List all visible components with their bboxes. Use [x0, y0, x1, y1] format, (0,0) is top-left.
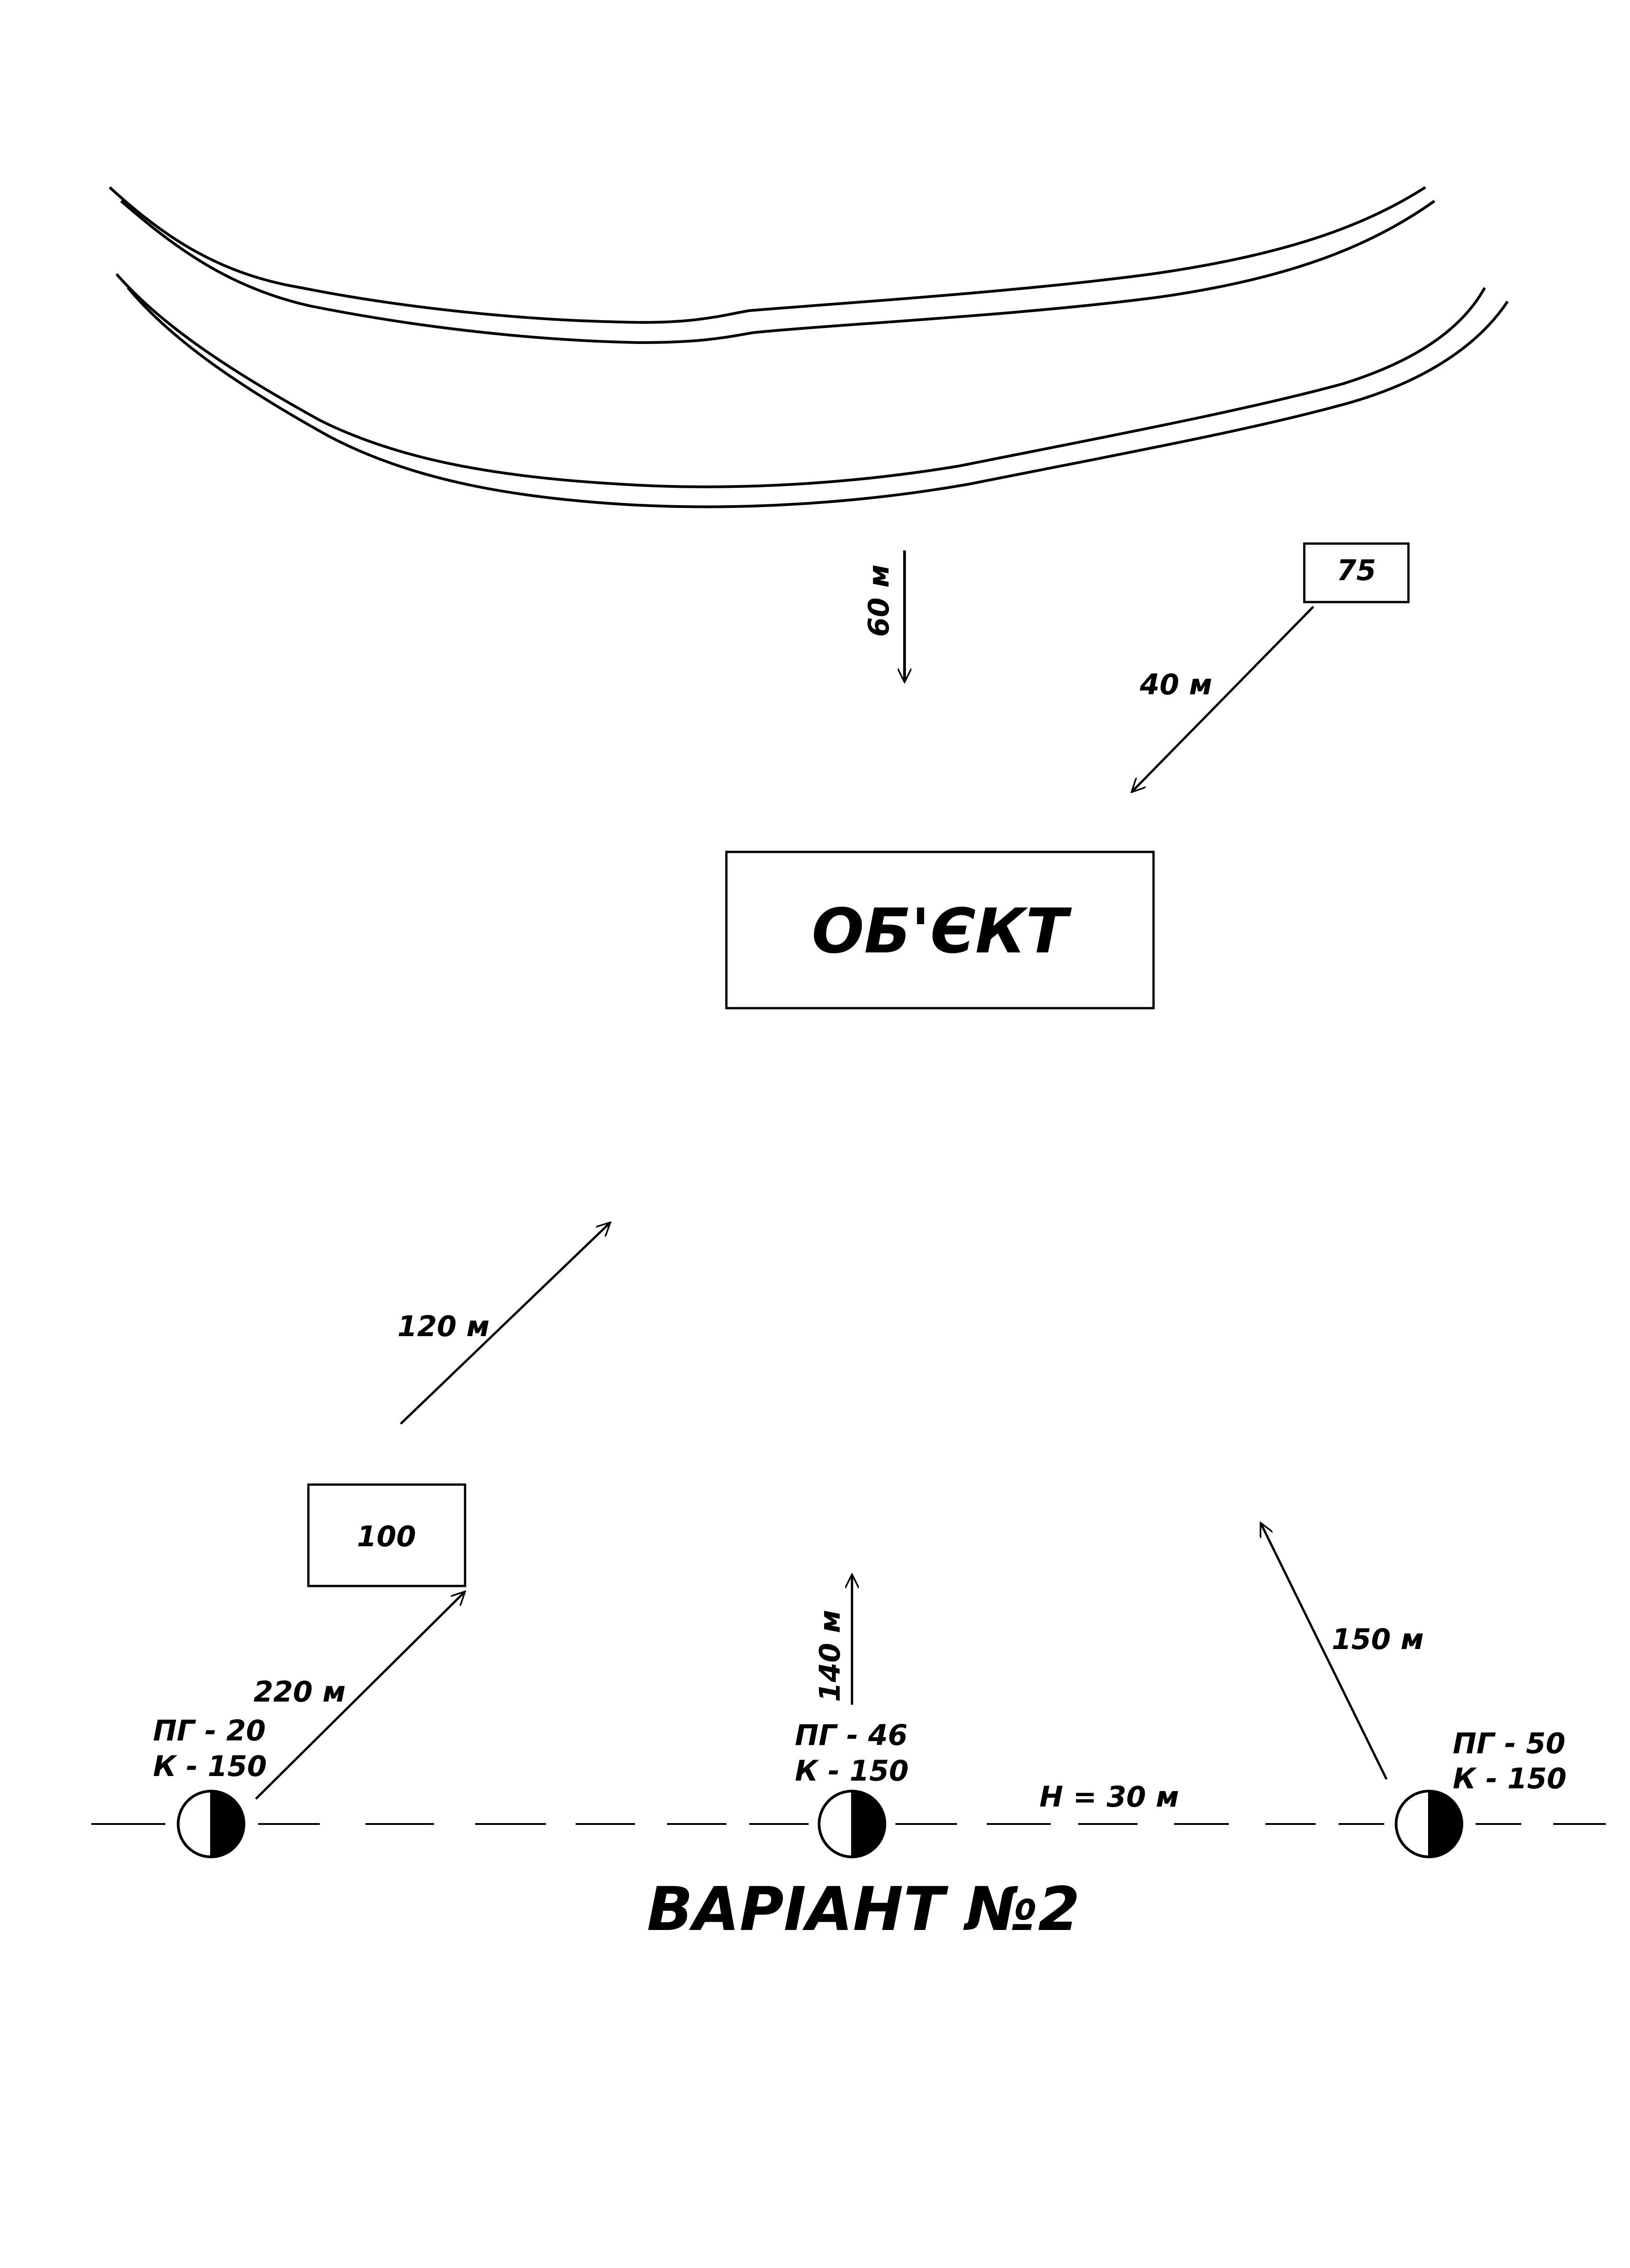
- label-60m: 60 м: [862, 565, 895, 637]
- hydrant-1-fill: [211, 1791, 244, 1857]
- label-40m: 40 м: [1139, 668, 1212, 701]
- object-building: [725, 851, 1155, 1010]
- box-75: [1303, 542, 1410, 603]
- box-100: [307, 1483, 466, 1587]
- hydrant-2-pg-label: ПГ - 46: [795, 1718, 908, 1752]
- river-upper-bank-inner: [120, 200, 1435, 344]
- label-150m: 150 м: [1332, 1623, 1424, 1656]
- hydrant-3-fill: [1429, 1791, 1462, 1857]
- hydrant-2-fill: [852, 1791, 885, 1857]
- hydrant-1-pg-label: ПГ - 20: [153, 1714, 266, 1747]
- box-75-label: 75: [1337, 554, 1376, 587]
- hydrant-2-k-label: К - 150: [795, 1754, 909, 1787]
- arrow-150m: [1261, 1523, 1388, 1780]
- river-lower-bank-inner: [127, 287, 1509, 508]
- box-100-label: 100: [357, 1520, 416, 1553]
- arrow-120m: [400, 1223, 610, 1425]
- river-lower-bank-outer: [115, 273, 1486, 488]
- hydrant-3-k-label: К - 150: [1453, 1762, 1566, 1795]
- object-label: ОБ'ЄКТ: [812, 895, 1072, 967]
- label-220m: 220 м: [254, 1675, 346, 1708]
- arrow-220m: [255, 1592, 465, 1800]
- variant-title: ВАРІАНТ №2: [647, 1874, 1080, 1945]
- hydrant-3-pg-label: ПГ - 50: [1453, 1727, 1566, 1760]
- hydrant-3: [1395, 1790, 1463, 1858]
- label-140m: 140 м: [813, 1610, 847, 1702]
- river: [108, 186, 1509, 508]
- pipeline-label: Н = 30 м: [1039, 1780, 1179, 1813]
- river-upper-bank-outer: [108, 186, 1426, 324]
- hydrant-2: [818, 1790, 886, 1858]
- hydrant-1: [177, 1790, 245, 1858]
- label-120m: 120 м: [397, 1310, 490, 1343]
- arrow-40m: [1132, 606, 1314, 792]
- hydrant-1-k-label: К - 150: [153, 1750, 267, 1783]
